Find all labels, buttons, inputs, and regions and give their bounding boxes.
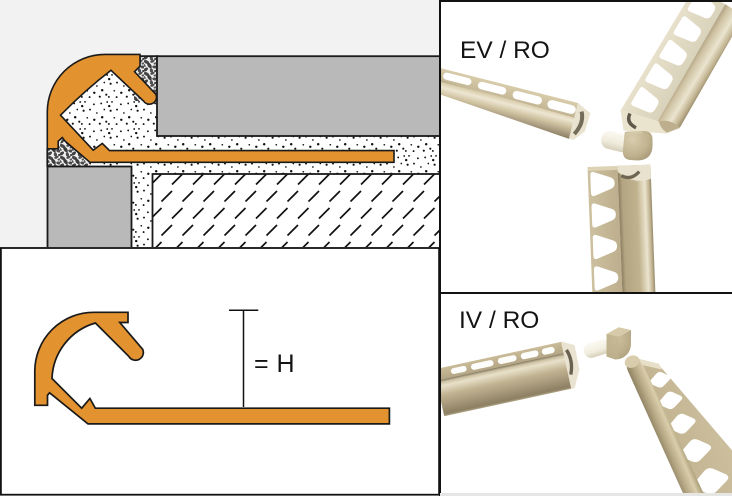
- profile-height-drawing: [0, 247, 440, 496]
- tile-bottom-left: [46, 165, 133, 248]
- installation-cross-section-panel: [0, 0, 440, 248]
- photo-floor-strip: [440, 493, 732, 496]
- iv-right-profile-bar: [624, 355, 732, 494]
- substrate-hatch: [151, 173, 440, 248]
- ev-corner-piece: [601, 131, 653, 161]
- panel-divider-vertical: [439, 0, 442, 496]
- profile-height-panel: = H: [0, 247, 440, 496]
- ev-top-right-profile-bar: [619, 1, 732, 135]
- iv-ro-panel: IV / RO: [440, 293, 732, 496]
- profile-cross-section: [46, 53, 395, 164]
- tile-top: [156, 55, 440, 137]
- panel-border: [0, 247, 440, 496]
- foot-mortar-patch: [47, 138, 90, 167]
- right-panels-top-border: [440, 0, 732, 2]
- iv-ro-label: IV / RO: [459, 307, 540, 334]
- right-panels-divider: [440, 292, 732, 294]
- ev-ro-panel: EV / RO: [440, 0, 732, 294]
- height-dimension-label: = H: [254, 349, 296, 378]
- iv-left-profile-bar: [440, 341, 580, 417]
- profile-section-large: [33, 311, 391, 425]
- ev-ro-label: EV / RO: [459, 36, 550, 64]
- ev-ro-photo: [440, 1, 732, 293]
- installation-cross-section-drawing: [0, 0, 440, 248]
- ev-bottom-profile-bar: [587, 164, 656, 293]
- iv-corner-piece: [583, 327, 632, 360]
- iv-ro-photo: [440, 327, 732, 494]
- ev-left-profile-bar: [440, 66, 591, 140]
